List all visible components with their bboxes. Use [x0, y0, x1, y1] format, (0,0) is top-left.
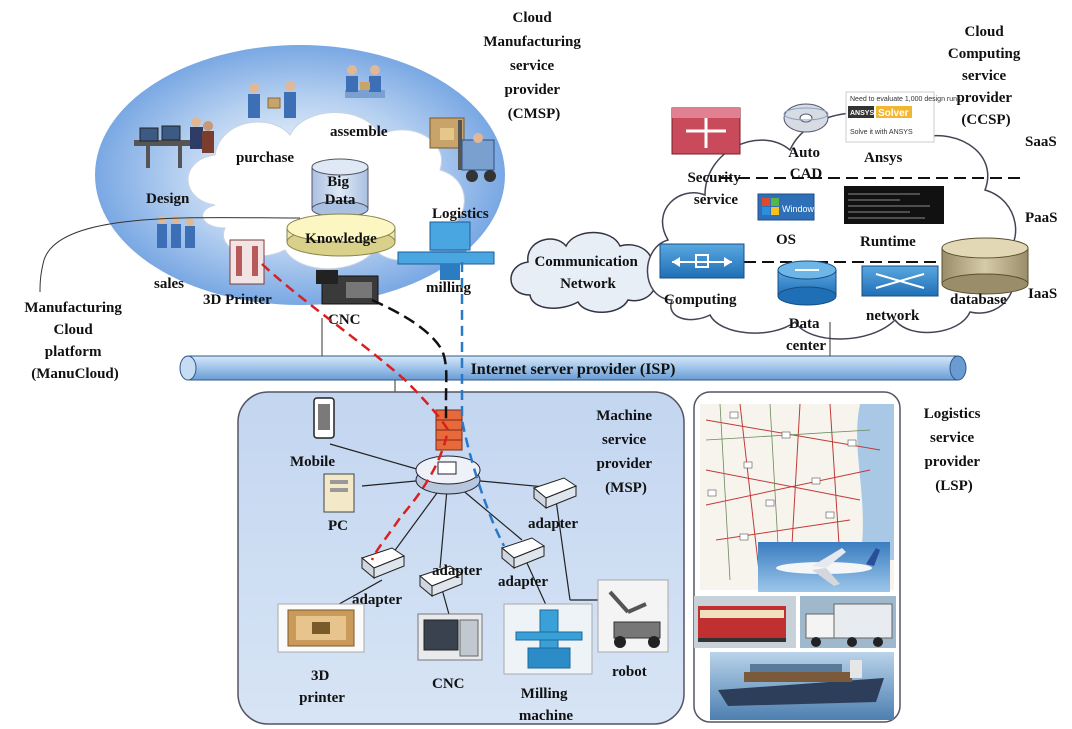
manucloud-connector: [39, 217, 301, 293]
msp-adapter-label-3: adapter: [498, 574, 548, 590]
cloud-3d-printer-icon: [229, 239, 265, 285]
msp-milling-label: Milling machine: [519, 686, 574, 724]
msp-cnc-label: CNC: [432, 676, 465, 692]
lsp-title: Logistics service provider (LSP): [924, 406, 984, 494]
cmsp-title: Cloud Manufacturing service provider (CM…: [483, 10, 584, 122]
msp-pc-label: PC: [328, 518, 348, 534]
data-center-icon: [777, 260, 837, 306]
network-label: network: [866, 308, 920, 324]
msp-robot-label: robot: [612, 664, 647, 680]
svg-text:Windows: Windows: [782, 204, 819, 214]
adapter-box-icon: [500, 537, 546, 570]
autocad-label: Auto CAD: [788, 145, 823, 182]
database-label: database: [950, 292, 1007, 308]
cmsp-milling-label: milling: [426, 280, 472, 296]
paas-label: PaaS: [1025, 210, 1058, 226]
msp-adapter-label-2: adapter: [432, 563, 482, 579]
cmsp-3d-printer-label: 3D Printer: [203, 292, 272, 308]
isp-label: Internet server provider (ISP): [471, 361, 676, 378]
mobile-phone-icon: [313, 397, 335, 439]
iaas-label: IaaS: [1028, 286, 1057, 302]
ansys-label: Ansys: [864, 150, 903, 166]
os-label: OS: [776, 232, 796, 248]
lsp-truck-photo: [800, 596, 896, 648]
msp-adapter-label-4: adapter: [528, 516, 578, 532]
lsp-train-photo: [694, 596, 796, 648]
msp-title: Machine service provider (MSP): [596, 408, 656, 496]
ansys-screenshot: Need to evaluate 1,000 design runs ANSYS…: [845, 91, 961, 143]
msp-firewall-icon: [435, 409, 463, 451]
cmsp-sales-label: sales: [154, 276, 184, 292]
purchase-people-icon: [248, 81, 296, 118]
assemble-workers-icon: [345, 65, 385, 98]
adapter-box-icon: [532, 477, 578, 510]
security-service-label: Security service: [687, 170, 744, 208]
runtime-label: Runtime: [860, 234, 916, 250]
cmsp-design-label: Design: [146, 191, 190, 207]
cmsp-logistics-label: Logistics: [432, 206, 489, 222]
svg-text:Solve it with ANSYS: Solve it with ANSYS: [850, 129, 913, 136]
lsp-container-ship-photo: [710, 652, 894, 720]
cmsp-assemble-label: assemble: [330, 124, 388, 140]
msp-mobile-label: Mobile: [290, 454, 335, 470]
msp-adapter-label-1: adapter: [352, 592, 402, 608]
sales-people-icon: [157, 216, 195, 248]
cloud-milling-machine-icon: [397, 221, 495, 280]
pc-tower-icon: [323, 473, 355, 513]
data-center-label: Data center: [786, 316, 826, 354]
saas-label: SaaS: [1025, 134, 1057, 150]
big-data-label: Big Data: [325, 174, 356, 208]
cmsp-purchase-label: purchase: [236, 150, 294, 166]
lsp-airplane-photo: [758, 542, 890, 592]
msp-cnc-machine-icon: [417, 613, 483, 661]
msp-3d-printer-label: 3D printer: [299, 668, 345, 706]
knowledge-disc: [286, 213, 396, 257]
knowledge-label: Knowledge: [305, 231, 377, 247]
blue-dashed-milling-link: [460, 262, 506, 547]
cloud-cnc-machine-icon: [316, 270, 379, 305]
adapter-box-icon: [360, 547, 406, 580]
autocad-disc-icon: [783, 103, 829, 133]
design-workstation-icon: [134, 117, 214, 168]
msp-milling-machine-icon: [503, 603, 593, 675]
black-dashed-cnc-link: [371, 298, 448, 420]
windows-os-icon: Windows: [757, 193, 819, 221]
red-dashed-printer-link: [261, 263, 450, 561]
computing-label: Computing: [664, 292, 737, 308]
msp-hub-router-icon: [415, 455, 481, 495]
network-switch-icon: [861, 265, 939, 297]
cmsp-cnc-label: CNC: [328, 312, 361, 328]
database-cylinder-icon: [941, 237, 1029, 295]
security-firewall-icon: [671, 107, 741, 155]
msp-3d-printer-icon: [277, 603, 365, 653]
svg-text:Need to evaluate 1,000 design: Need to evaluate 1,000 design runs: [850, 96, 961, 103]
communication-network-label: Communication Network: [534, 254, 641, 292]
svg-text:Solver: Solver: [878, 108, 909, 119]
isp-bar: [179, 355, 967, 381]
adapter-box-icon: [418, 565, 464, 598]
big-data-cylinder-icon: [311, 158, 369, 218]
ccsp-title: Cloud Computing service provider (CCSP): [948, 24, 1024, 128]
msp-robot-icon: [597, 579, 669, 653]
manucloud-label: Manufacturing Cloud platform (ManuCloud): [24, 300, 125, 382]
svg-text:ANSYS: ANSYS: [850, 110, 874, 117]
computing-server-icon: [659, 243, 745, 279]
runtime-console-icon: [844, 186, 944, 224]
forklift-icon: [429, 117, 496, 182]
communication-network-cloud: [510, 231, 657, 313]
